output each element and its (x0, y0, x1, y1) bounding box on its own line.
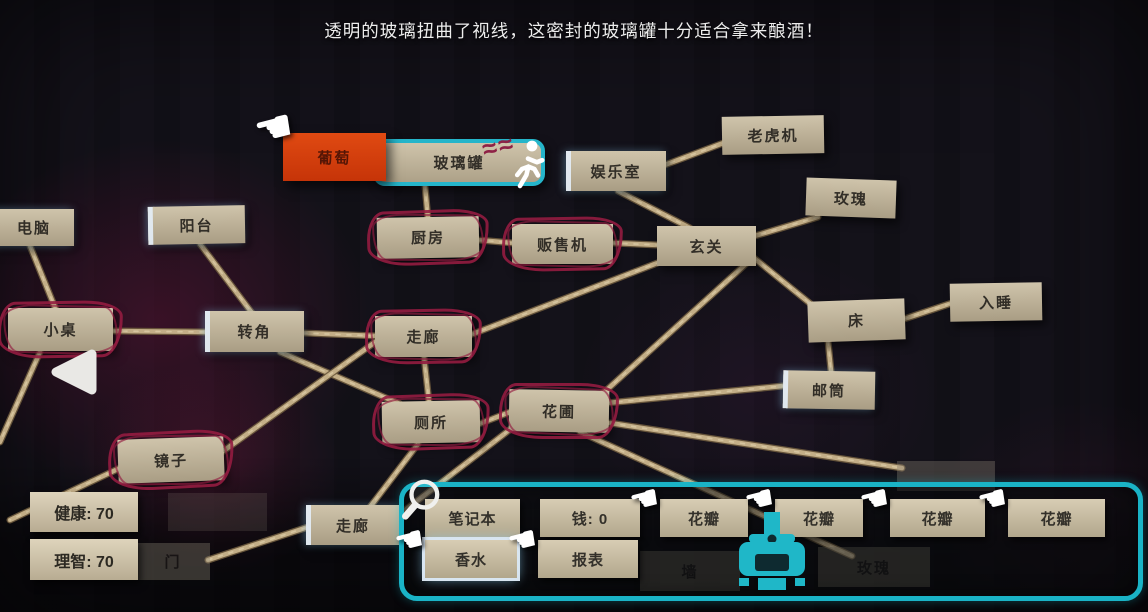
map-node-small-table[interactable]: 小桌 (8, 308, 113, 351)
inventory-item-petal-2[interactable]: 花瓣☚ (741, 478, 863, 537)
grab-hand-icon: ☚ (249, 99, 300, 156)
map-node-corner[interactable]: 转角 (205, 311, 304, 352)
map-node-label: 厕所 (413, 414, 449, 432)
map-node-game-room[interactable]: 娱乐室 (566, 151, 666, 191)
health-label: 健康: 70 (54, 506, 114, 523)
printer-icon[interactable] (737, 512, 807, 598)
sanity-label: 理智: 70 (54, 553, 114, 571)
map-node-wall: 墙 (640, 551, 740, 591)
map-node-label: 花圃 (541, 403, 577, 421)
inventory-item-money[interactable]: 钱: 0 (540, 499, 640, 537)
inventory-item-label: 花瓣 (802, 510, 835, 528)
sanity-status: 理智: 70 (30, 539, 138, 580)
inventory-item-label: 笔记本 (448, 510, 497, 528)
map-node-computer[interactable]: 电脑 (0, 209, 74, 246)
red-squiggle-decoration: ≈≈ (479, 127, 519, 165)
map-node-sleep[interactable]: 入睡 (949, 282, 1043, 322)
map-node-kitchen[interactable]: 厨房 (376, 216, 480, 259)
map-node-label: 邮筒 (811, 382, 847, 400)
map-node-label: 娱乐室 (590, 163, 642, 181)
inventory-item-label: 花瓣 (687, 510, 720, 528)
back-arrow-button[interactable] (46, 348, 100, 396)
map-node-corridor-lower[interactable]: 走廊 (306, 505, 400, 545)
map-node-label: 老虎机 (747, 127, 799, 145)
map-node-glass-jar[interactable]: 玻璃罐≈≈ (373, 128, 545, 189)
map-node-grape[interactable]: 葡萄 ☚ (250, 100, 386, 181)
inventory-item-petal-4[interactable]: 花瓣☚ (974, 478, 1105, 537)
empty-slot (168, 493, 267, 531)
map-node-label: 阳台 (179, 217, 214, 235)
inventory-item-label: 花瓣 (1040, 510, 1073, 528)
map-node-label: 走廊 (406, 329, 441, 346)
map-node-label: 入睡 (978, 294, 1014, 312)
map-node-label: 贩售机 (536, 236, 588, 254)
inventory-item-petal-1[interactable]: 花瓣☚ (626, 478, 748, 537)
map-node-label: 厨房 (410, 229, 446, 248)
map-node-balcony[interactable]: 阳台 (147, 205, 246, 245)
map-node-toilet[interactable]: 厕所 (381, 400, 481, 444)
map-node-label: 小桌 (43, 322, 78, 339)
inventory-item-label: 香水 (454, 551, 487, 569)
magnifier-icon[interactable] (400, 477, 446, 523)
map-node-label: 转角 (237, 324, 272, 341)
inventory-item-label: 钱: 0 (571, 510, 609, 528)
map-node-label: 墙 (681, 563, 699, 581)
map-node-rose-lower: 玫瑰 (818, 547, 930, 587)
narration-text: 透明的玻璃扭曲了视线，这密封的玻璃罐十分适合拿来酿酒！ (324, 21, 824, 41)
map-node-label: 玄关 (689, 238, 724, 256)
map-node-rose-upper[interactable]: 玫瑰 (805, 177, 897, 219)
map-node-label: 玫瑰 (833, 189, 869, 209)
map-node-label: 葡萄 (317, 149, 352, 167)
inventory-item-petal-3[interactable]: 花瓣☚ (856, 478, 985, 537)
inventory-item-label: 花瓣 (921, 510, 954, 528)
health-status: 健康: 70 (30, 492, 138, 532)
map-node-corridor-mid[interactable]: 走廊 (375, 316, 472, 357)
map-node-label: 玫瑰 (856, 559, 891, 577)
map-node-mirror[interactable]: 镜子 (117, 436, 225, 484)
map-node-vending-machine[interactable]: 贩售机 (512, 224, 613, 264)
map-node-bed[interactable]: 床 (807, 298, 906, 343)
map-node-mailbox[interactable]: 邮筒 (782, 370, 876, 410)
running-person-icon (514, 140, 545, 189)
map-node-label: 门 (164, 554, 182, 571)
map-node-label: 玻璃罐 (433, 155, 485, 172)
inventory-item-notebook[interactable]: 笔记本 (425, 499, 520, 537)
inventory-item-label: 报表 (571, 551, 604, 569)
map-node-label: 镜子 (153, 451, 189, 471)
inventory-item-report[interactable]: 报表☚ (504, 519, 638, 578)
map-node-label: 床 (847, 312, 866, 331)
map-node-entrance[interactable]: 玄关 (657, 226, 756, 266)
map-node-label: 电脑 (16, 220, 51, 237)
map-node-slot-machine[interactable]: 老虎机 (721, 115, 825, 155)
inventory-item-perfume[interactable]: 香水☚ (391, 519, 517, 578)
map-node-flower-bed[interactable]: 花圃 (508, 389, 610, 433)
map-node-door: 门 (136, 543, 210, 580)
map-node-label: 走廊 (335, 517, 370, 535)
